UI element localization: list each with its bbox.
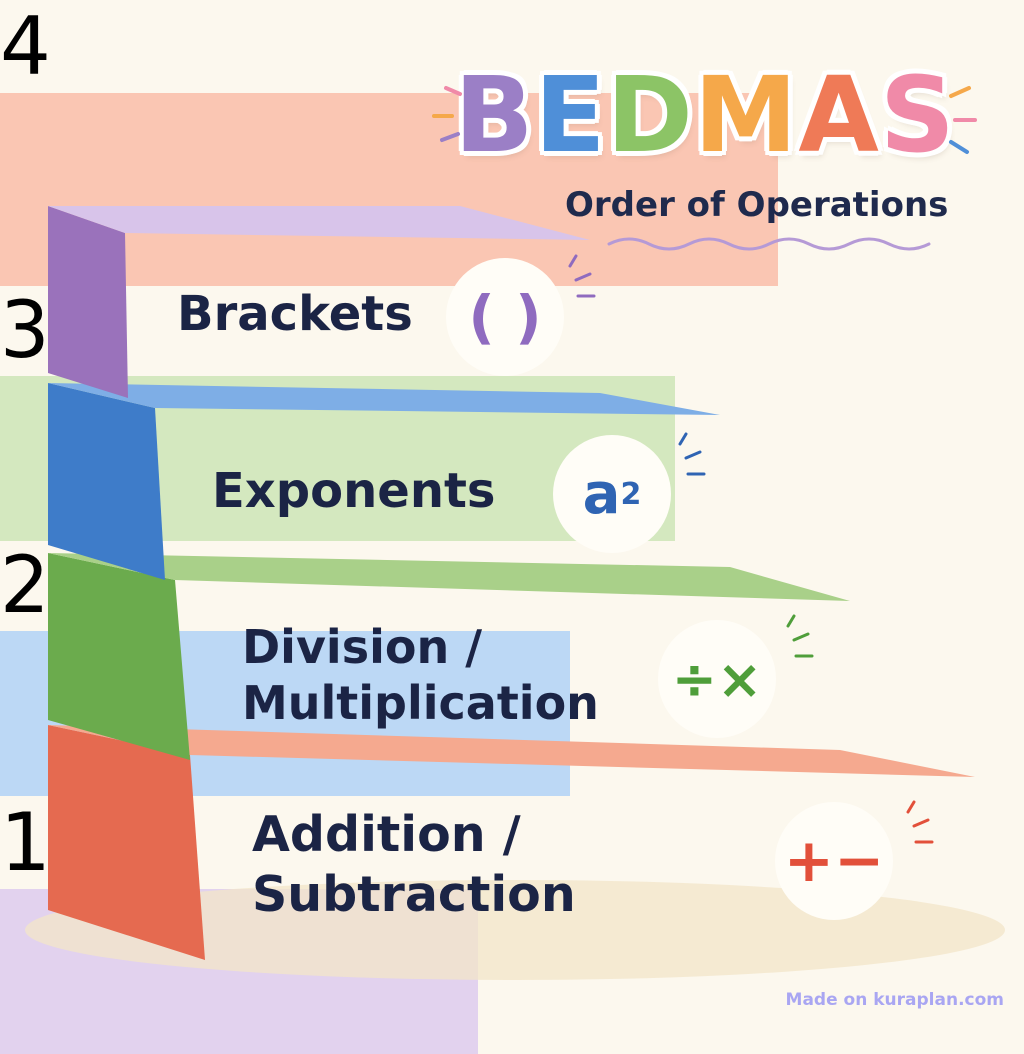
exponent-power: 2 [620, 476, 642, 512]
plus-minus-icon: +− [775, 802, 893, 920]
title-letter-a: A [798, 53, 880, 176]
step-4-sparkle-icon [906, 800, 934, 844]
exponent-base: a [582, 461, 621, 527]
poster-title: B E D M A S [454, 52, 955, 177]
title-letter-e: E [534, 53, 607, 176]
step-4-block-sides [48, 725, 975, 960]
title-letter-m: M [693, 53, 799, 176]
step-2-block-sides [48, 383, 720, 580]
step-3-label-line1: Division / [242, 620, 483, 674]
divide-multiply-icon: ÷× [658, 620, 776, 738]
step-1-number: 1 [0, 796, 51, 889]
step-3-block-sides [48, 553, 850, 760]
step-1-label: Brackets [177, 286, 413, 342]
title-left-sparkle-icon [432, 86, 462, 142]
title-right-sparkle-icon [949, 86, 977, 154]
step-2-label: Exponents [212, 463, 496, 519]
step-2-sparkle-icon [678, 432, 706, 476]
step-4-label-line2: Subtraction [252, 866, 576, 923]
step-1-block-sides [48, 206, 590, 398]
subtitle-underline-squiggle [607, 237, 931, 251]
divide-multiply-symbol: ÷× [671, 647, 763, 711]
brackets-symbol: ( ) [468, 283, 542, 351]
step-4-face [0, 93, 778, 286]
title-letter-b: B [454, 53, 535, 176]
step-4-number: 4 [0, 0, 51, 93]
subtitle: Order of Operations [565, 185, 949, 225]
brackets-icon: ( ) [446, 258, 564, 376]
step-3-number: 3 [0, 286, 50, 376]
title-letter-d: D [606, 53, 694, 176]
step-4-addition-subtraction: 4 Addition / Subtraction +− [0, 0, 1024, 960]
step-4-label-line1: Addition / [252, 806, 521, 863]
watermark: Made on kuraplan.com [785, 990, 1004, 1010]
plus-minus-symbol: +− [783, 826, 885, 896]
title-letter-s: S [879, 53, 956, 176]
step-3-label-line2: Multiplication [242, 676, 599, 730]
step-3-sparkle-icon [786, 614, 814, 658]
step-2-number: 2 [0, 541, 50, 631]
step-1-sparkle-icon [568, 254, 596, 298]
